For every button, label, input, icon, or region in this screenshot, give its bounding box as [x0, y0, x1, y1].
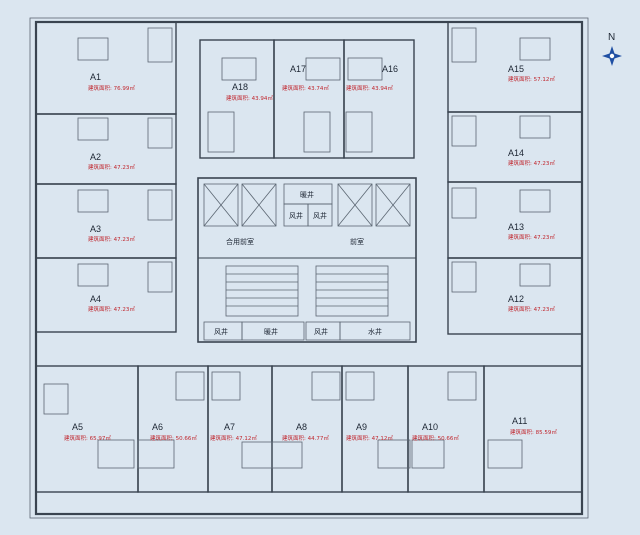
- room-area-a10: 建筑面积: 50.66㎡: [412, 434, 459, 442]
- room-name-a1: A1: [90, 72, 101, 82]
- core-labels: 暖井 风井 风井 合用前室 前室 风井 暖井 风井 水井: [214, 190, 382, 336]
- central-core: [197, 177, 417, 343]
- room-area-a7: 建筑面积: 47.12㎡: [210, 434, 257, 442]
- lobby-label: 前室: [350, 237, 364, 246]
- room-name-a9: A9: [356, 422, 367, 432]
- room-name-a16: A16: [382, 64, 398, 74]
- room-area-a16: 建筑面积: 43.94㎡: [346, 84, 393, 92]
- room-area-a9: 建筑面积: 47.12㎡: [346, 434, 393, 442]
- room-name-a12: A12: [508, 294, 524, 304]
- room-area-a17: 建筑面积: 43.74㎡: [282, 84, 329, 92]
- shaft-top-label: 暖井: [300, 190, 314, 199]
- room-name-a8: A8: [296, 422, 307, 432]
- shared-lobby-label: 合用前室: [226, 237, 254, 246]
- room-area-a2: 建筑面积: 47.23㎡: [88, 163, 135, 171]
- room-name-a17: A17: [290, 64, 306, 74]
- room-area-a3: 建筑面积: 47.23㎡: [88, 235, 135, 243]
- room-name-a2: A2: [90, 152, 101, 162]
- compass-center-icon: [609, 53, 615, 59]
- heating-shaft-label: 暖井: [264, 327, 278, 336]
- north-units: [199, 39, 415, 159]
- building-outline: [29, 17, 589, 519]
- room-name-a5: A5: [72, 422, 83, 432]
- room-name-a10: A10: [422, 422, 438, 432]
- air-shaft-label-bottom-left: 风井: [214, 327, 228, 336]
- room-name-a18: A18: [232, 82, 248, 92]
- room-name-a7: A7: [224, 422, 235, 432]
- room-area-a6: 建筑面积: 50.66㎡: [150, 434, 197, 442]
- east-units: [447, 21, 583, 335]
- room-area-a1: 建筑面积: 76.99㎡: [88, 84, 135, 92]
- water-shaft-label: 水井: [368, 327, 382, 336]
- south-units: [35, 365, 583, 493]
- room-area-a5: 建筑面积: 65.97㎡: [64, 434, 111, 442]
- room-area-a14: 建筑面积: 47.23㎡: [508, 159, 555, 167]
- west-units: [35, 21, 177, 333]
- room-name-a14: A14: [508, 148, 524, 158]
- room-name-a11: A11: [512, 416, 527, 426]
- room-name-a4: A4: [90, 294, 101, 304]
- room-area-a11: 建筑面积: 85.59㎡: [510, 428, 557, 436]
- room-area-a18: 建筑面积: 43.94㎡: [226, 94, 273, 102]
- room-area-a8: 建筑面积: 44.77㎡: [282, 434, 329, 442]
- room-name-a6: A6: [152, 422, 163, 432]
- room-name-a3: A3: [90, 224, 101, 234]
- room-area-a15: 建筑面积: 57.12㎡: [508, 75, 555, 83]
- air-shaft-label-right: 风井: [313, 211, 327, 220]
- room-area-a13: 建筑面积: 47.23㎡: [508, 233, 555, 241]
- room-area-a4: 建筑面积: 47.23㎡: [88, 305, 135, 313]
- room-name-a13: A13: [508, 222, 524, 232]
- compass-north-label: N: [608, 32, 615, 43]
- room-labels: A1 建筑面积: 76.99㎡ A2 建筑面积: 47.23㎡ A3 建筑面积:…: [64, 64, 557, 442]
- room-name-a15: A15: [508, 64, 524, 74]
- compass-rose: N: [602, 32, 622, 66]
- room-area-a12: 建筑面积: 47.23㎡: [508, 305, 555, 313]
- air-shaft-label-left: 风井: [289, 211, 303, 220]
- air-shaft-label-bottom-right: 风井: [314, 327, 328, 336]
